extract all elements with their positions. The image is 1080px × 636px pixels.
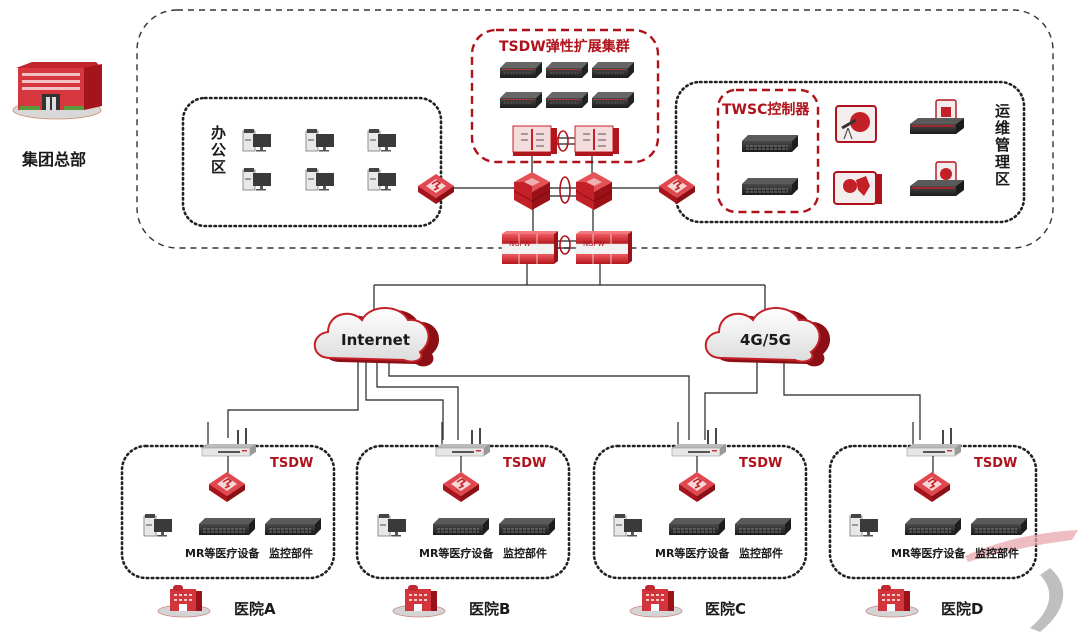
cluster-server-icon xyxy=(591,61,635,79)
office-workstations xyxy=(242,128,397,191)
branch-c-name: 医院C xyxy=(705,600,747,618)
branch-c-monitor-label: 监控部件 xyxy=(739,547,783,560)
mobile-network-label: 4G/5G xyxy=(740,331,791,349)
appliance-security-icon xyxy=(910,161,964,196)
cluster-server-icon xyxy=(499,61,543,79)
medical-device-icon xyxy=(198,517,256,536)
office-zone-label: 办公区 xyxy=(209,125,227,176)
cluster-server-icon xyxy=(545,61,589,79)
controller-device-icon xyxy=(741,134,799,153)
workstation-icon xyxy=(143,513,173,537)
workstation-icon xyxy=(367,167,397,191)
watermark-logo xyxy=(965,530,1078,632)
branch-c-gateway-label: TSDW xyxy=(739,456,783,471)
tsdw-gateway-icon xyxy=(913,471,951,503)
workstation-icon xyxy=(242,167,272,191)
firewall-label: NGFW xyxy=(583,240,605,248)
link-aggregation-icon xyxy=(557,130,569,152)
cluster-title: TSDW弹性扩展集群 xyxy=(499,39,630,55)
cluster-servers xyxy=(499,61,635,109)
cluster-server-icon xyxy=(545,91,589,109)
core-switch-icon xyxy=(575,171,613,211)
headquarters-label: 集团总部 xyxy=(22,150,87,169)
hospital-building-icon xyxy=(629,584,683,618)
link-aggregation-icon xyxy=(559,176,571,204)
appliance-lock-icon xyxy=(910,99,964,134)
branch-d-name: 医院D xyxy=(941,600,984,618)
controller-title: TWSC控制器 xyxy=(722,102,810,118)
branch-router-icon xyxy=(435,421,491,457)
cluster-switch-icon xyxy=(512,125,558,157)
cluster-server-icon xyxy=(591,91,635,109)
branch-router-icon xyxy=(671,421,727,457)
monitoring-device-icon xyxy=(498,517,556,536)
branch-b xyxy=(355,421,571,618)
mobile-network-cloud-icon xyxy=(704,307,831,367)
workstation-icon xyxy=(242,128,272,152)
controller-device-icon xyxy=(741,177,799,196)
branch-b-gateway-label: TSDW xyxy=(503,456,547,471)
tsdw-gateway-icon xyxy=(678,471,716,503)
cluster-boundary xyxy=(470,28,660,164)
internet-label: Internet xyxy=(341,331,411,349)
headquarters-building-icon xyxy=(12,62,102,120)
medical-device-icon xyxy=(668,517,726,536)
branch-router-icon xyxy=(201,421,257,457)
workstation-icon xyxy=(367,128,397,152)
workstation-icon xyxy=(305,167,335,191)
branch-d-medical-label: MR等医疗设备 xyxy=(891,547,966,560)
tsdw-gateway-icon xyxy=(442,471,480,503)
branch-a xyxy=(120,421,336,618)
medical-device-icon xyxy=(904,517,962,536)
analysis-icon xyxy=(833,171,882,205)
ops-zone-label: 运维管理区 xyxy=(993,103,1011,188)
workstation-icon xyxy=(377,513,407,537)
branch-a-medical-label: MR等医疗设备 xyxy=(185,547,260,560)
branch-c-medical-label: MR等医疗设备 xyxy=(655,547,730,560)
branch-b-monitor-label: 监控部件 xyxy=(503,547,547,560)
hospital-building-icon xyxy=(865,584,919,618)
branch-b-medical-label: MR等医疗设备 xyxy=(419,547,494,560)
hospital-building-icon xyxy=(392,584,446,618)
branch-d xyxy=(828,421,1038,618)
branch-d-gateway-label: TSDW xyxy=(974,456,1018,471)
monitoring-telescope-icon xyxy=(835,105,877,143)
firewall-label: NGFW xyxy=(509,240,531,248)
office-zone-boundary xyxy=(181,96,443,228)
cluster-switch-icon xyxy=(574,125,620,157)
link-aggregation-icon xyxy=(559,235,571,255)
monitoring-device-icon xyxy=(264,517,322,536)
medical-device-icon xyxy=(432,517,490,536)
tsdw-gateway-icon xyxy=(208,471,246,503)
branch-d-monitor-label: 监控部件 xyxy=(975,547,1019,560)
monitoring-device-icon xyxy=(734,517,792,536)
connection-lines xyxy=(227,137,921,440)
branch-a-gateway-label: TSDW xyxy=(270,456,314,471)
branch-b-name: 医院B xyxy=(469,600,511,618)
branch-a-name: 医院A xyxy=(234,600,276,618)
headquarters-boundary xyxy=(136,9,1054,249)
internet-cloud-icon xyxy=(313,307,440,367)
controller-boundary xyxy=(716,88,820,214)
branch-c xyxy=(592,421,808,618)
ops-access-switch-icon xyxy=(658,173,696,205)
workstation-icon xyxy=(613,513,643,537)
branch-router-icon xyxy=(906,421,962,457)
office-access-switch-icon xyxy=(417,173,455,205)
ops-zone-boundary xyxy=(674,80,1026,224)
workstation-icon xyxy=(305,128,335,152)
cluster-server-icon xyxy=(499,91,543,109)
core-switch-icon xyxy=(513,171,551,211)
monitoring-device-icon xyxy=(970,517,1028,536)
workstation-icon xyxy=(849,513,879,537)
branch-a-monitor-label: 监控部件 xyxy=(269,547,313,560)
hospital-building-icon xyxy=(157,584,211,618)
